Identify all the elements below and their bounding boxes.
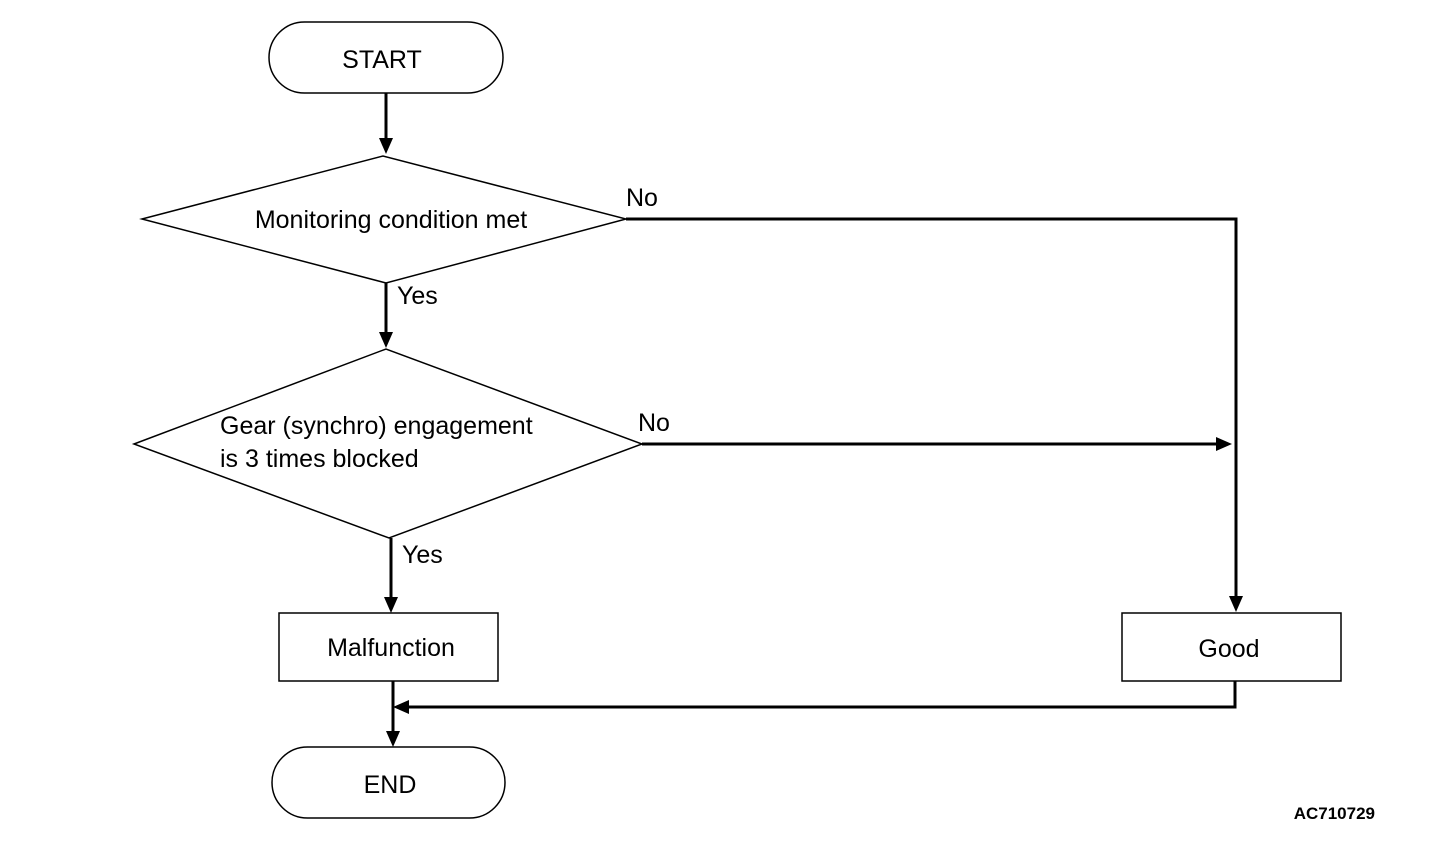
arrowhead	[393, 700, 409, 714]
arrowhead	[379, 332, 393, 348]
malfunction-box: Malfunction	[278, 612, 499, 682]
connector-good-to-end	[393, 681, 1237, 714]
arrowhead	[1216, 437, 1232, 451]
connector-gear-yes	[384, 538, 398, 613]
end-label: END	[364, 771, 417, 799]
monitoring-decision: Monitoring condition met	[139, 155, 629, 284]
connector-gear-no	[642, 437, 1232, 451]
monitoring-decision-label: Monitoring condition met	[255, 206, 527, 234]
arrowhead	[384, 597, 398, 613]
monitoring-yes-label: Yes	[397, 282, 438, 310]
monitoring-no-label: No	[626, 184, 658, 212]
malfunction-box-shape	[278, 612, 499, 682]
gear-no-label: No	[638, 409, 670, 437]
gear-decision-label-line2: is 3 times blocked	[220, 445, 419, 473]
arrowhead	[379, 138, 393, 154]
gear-decision-shape	[131, 348, 645, 539]
start-label: START	[342, 46, 422, 74]
good-label: Good	[1198, 635, 1259, 663]
good-box-shape	[1121, 612, 1342, 682]
gear-decision: Gear (synchro) engagement is 3 times blo…	[131, 348, 645, 539]
arrowhead	[1229, 596, 1243, 612]
malfunction-label: Malfunction	[327, 634, 455, 662]
figure-id: AC710729	[1294, 804, 1375, 823]
gear-decision-label-line1: Gear (synchro) engagement	[220, 412, 533, 440]
connector-monitoring-yes	[379, 283, 393, 348]
arrowhead	[386, 731, 400, 747]
end-terminator: END	[271, 746, 506, 819]
start-terminator: START	[268, 21, 504, 94]
connector-monitoring-no	[626, 217, 1243, 612]
connector-malfunction-to-end	[386, 681, 400, 747]
end-terminator-shape	[271, 746, 506, 819]
gear-yes-label: Yes	[402, 541, 443, 569]
good-box: Good	[1121, 612, 1342, 682]
connector-start-to-monitoring	[379, 93, 393, 154]
